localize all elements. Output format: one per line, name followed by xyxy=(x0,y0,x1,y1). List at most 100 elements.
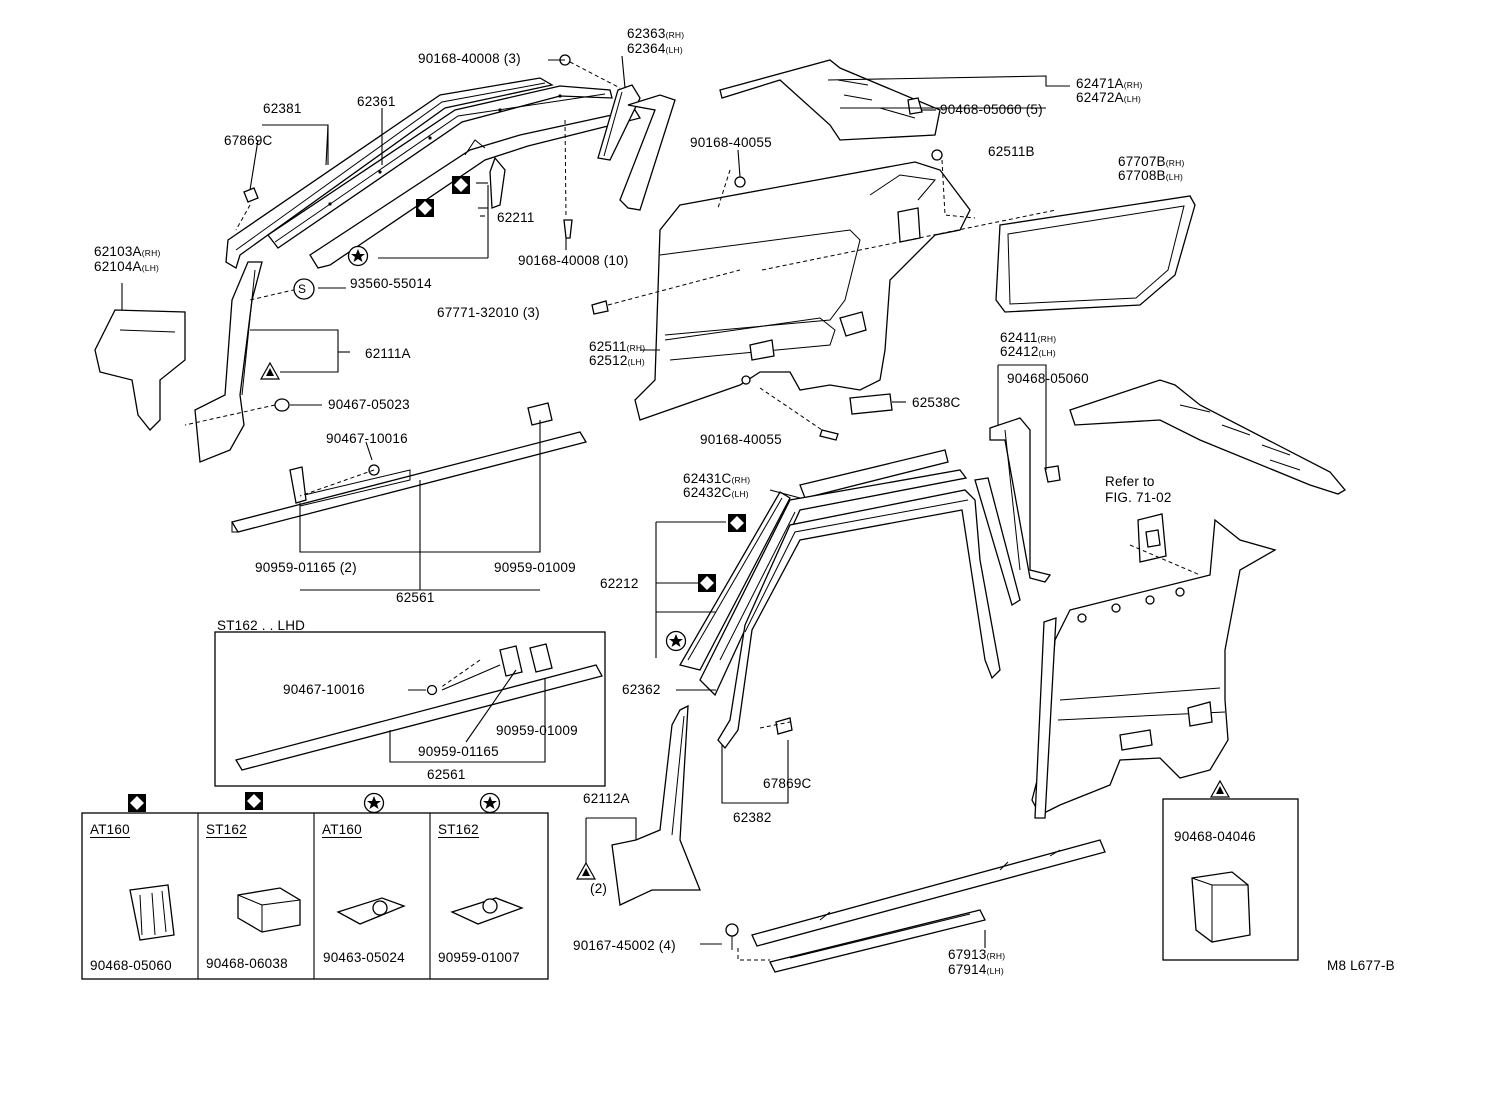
label-fig-71-02: FIG. 71-02 xyxy=(1105,490,1172,505)
st162-lhd-box-border xyxy=(214,631,606,787)
label-67708b: 67708B xyxy=(1118,168,1166,183)
label-62412-lh: 62412(LH) xyxy=(1000,344,1056,361)
label-90468-05060-5: 90468-05060 (5) xyxy=(940,102,1043,117)
label-67707b-rh: 67707B(RH) xyxy=(1118,154,1185,171)
screw-67771-32010 xyxy=(591,300,609,315)
center-pillar-lower xyxy=(974,477,1021,607)
front-pillar-lower-62111a xyxy=(194,261,263,463)
rh-suffix: (RH) xyxy=(141,248,161,258)
rh-suffix: (RH) xyxy=(1165,158,1185,168)
label-qty-2: (2) xyxy=(590,881,608,896)
rear-door-opening-trim-62431c xyxy=(699,449,968,697)
clip-90168-40055-upper xyxy=(734,176,746,188)
label-62103a-rh: 62103A(RH) xyxy=(94,244,161,261)
clip-90959-01007-drawing xyxy=(450,897,524,925)
label-67707b: 67707B xyxy=(1118,154,1166,169)
scuff-plate-st162 xyxy=(234,643,603,771)
lh-suffix: (LH) xyxy=(986,966,1004,976)
label-st162-lhd: ST162 . . LHD xyxy=(217,618,306,633)
label-62382: 62382 xyxy=(733,810,772,825)
rh-suffix: (RH) xyxy=(986,951,1006,961)
quarter-trim-panel-62511 xyxy=(634,161,971,421)
roof-side-rail-62381 xyxy=(225,77,554,269)
table-part-2: 90468-06038 xyxy=(206,956,288,971)
label-90168-40008-10: 90168-40008 (10) xyxy=(518,253,629,268)
label-62412: 62412 xyxy=(1000,344,1039,359)
diamond-symbols xyxy=(128,176,746,812)
label-90467-10016: 90467-10016 xyxy=(326,431,408,446)
label-90167-45002: 90167-45002 (4) xyxy=(573,938,676,953)
variant-table-border xyxy=(81,812,549,980)
label-90959-01165-lhd: 90959-01165 xyxy=(418,744,499,759)
kick-panel-62112a xyxy=(611,704,701,906)
label-62411-rh: 62411(RH) xyxy=(1000,330,1056,347)
label-90959-01009-lhd: 90959-01009 xyxy=(496,723,578,738)
label-62364-lh: 62364(LH) xyxy=(627,41,683,58)
clip-90468-06038-drawing xyxy=(237,887,301,933)
label-62431c-rh: 62431C(RH) xyxy=(683,471,750,488)
label-62512-lh: 62512(LH) xyxy=(589,353,645,370)
s-mark-letter: S xyxy=(298,282,307,296)
footer-code: M8 L677-B xyxy=(1327,958,1395,973)
label-62472a: 62472A xyxy=(1076,90,1124,105)
table-model-1: AT160 xyxy=(90,822,130,838)
table-part-4: 90959-01007 xyxy=(438,950,520,965)
scuff-plate-62561 xyxy=(230,402,588,533)
label-62363: 62363 xyxy=(627,26,666,41)
table-part-1: 90468-05060 xyxy=(90,958,172,973)
label-90959-01009: 90959-01009 xyxy=(494,560,576,575)
rh-suffix: (RH) xyxy=(626,343,646,353)
label-67708b-lh: 67708B(LH) xyxy=(1118,168,1183,185)
label-62511-rh: 62511(RH) xyxy=(589,339,645,356)
table-model-2: ST162 xyxy=(206,822,247,838)
label-62364: 62364 xyxy=(627,41,666,56)
rear-quarter-trim-panel xyxy=(1031,518,1277,819)
lh-suffix: (LH) xyxy=(1165,172,1184,182)
pillar-trim-62363 xyxy=(597,84,641,161)
lh-suffix: (LH) xyxy=(1123,94,1142,104)
label-67913: 67913 xyxy=(948,947,987,962)
label-62381: 62381 xyxy=(263,101,302,116)
lh-suffix: (LH) xyxy=(627,357,645,367)
label-90168-40008-3: 90168-40008 (3) xyxy=(418,51,521,66)
clip-90467-05023 xyxy=(274,398,290,412)
label-90168-40055-upper: 90168-40055 xyxy=(690,135,772,150)
label-62112a: 62112A xyxy=(583,791,630,806)
label-62362: 62362 xyxy=(622,682,661,697)
star-symbols xyxy=(347,245,687,814)
label-62561-lhd: 62561 xyxy=(427,767,466,782)
label-refer-to: Refer to xyxy=(1105,474,1155,489)
label-62111a: 62111A xyxy=(365,346,411,361)
label-62472a-lh: 62472A(LH) xyxy=(1076,90,1141,107)
ref-part-fig-71-02 xyxy=(1137,513,1167,563)
clip-62511b xyxy=(931,149,943,161)
label-90467-05023: 90467-05023 xyxy=(328,397,410,412)
rh-suffix: (RH) xyxy=(1037,334,1057,344)
lh-suffix: (LH) xyxy=(141,263,160,273)
roof-side-garnish-62361 xyxy=(267,85,613,249)
label-62512: 62512 xyxy=(589,353,628,368)
rh-suffix: (RH) xyxy=(731,475,751,485)
label-62431c: 62431C xyxy=(683,471,732,486)
screw-90168-40008-10 xyxy=(563,219,573,239)
label-62471a-rh: 62471A(RH) xyxy=(1076,76,1143,93)
s-mark-symbol xyxy=(293,278,315,300)
table-model-3: AT160 xyxy=(322,822,362,838)
label-90467-10016-lhd: 90467-10016 xyxy=(283,682,365,697)
label-90468-04046: 90468-04046 xyxy=(1174,829,1256,844)
clip-90468-05060-right xyxy=(1044,465,1061,483)
leader-lines xyxy=(121,55,1201,961)
clip-62538c xyxy=(849,393,893,415)
label-90959-01165-2: 90959-01165 (2) xyxy=(255,560,357,575)
label-62511: 62511 xyxy=(589,339,627,354)
label-62104a: 62104A xyxy=(94,259,142,274)
label-62432c-lh: 62432C(LH) xyxy=(683,485,749,502)
lh-suffix: (LH) xyxy=(731,489,749,499)
rh-suffix: (RH) xyxy=(665,30,685,40)
clip-90468-04046-drawing xyxy=(1191,871,1251,943)
lh-suffix: (LH) xyxy=(665,45,683,55)
clip-box-border xyxy=(1162,798,1299,961)
label-67771-32010: 67771-32010 (3) xyxy=(437,305,540,320)
clip-90463-05024-drawing xyxy=(336,897,406,925)
